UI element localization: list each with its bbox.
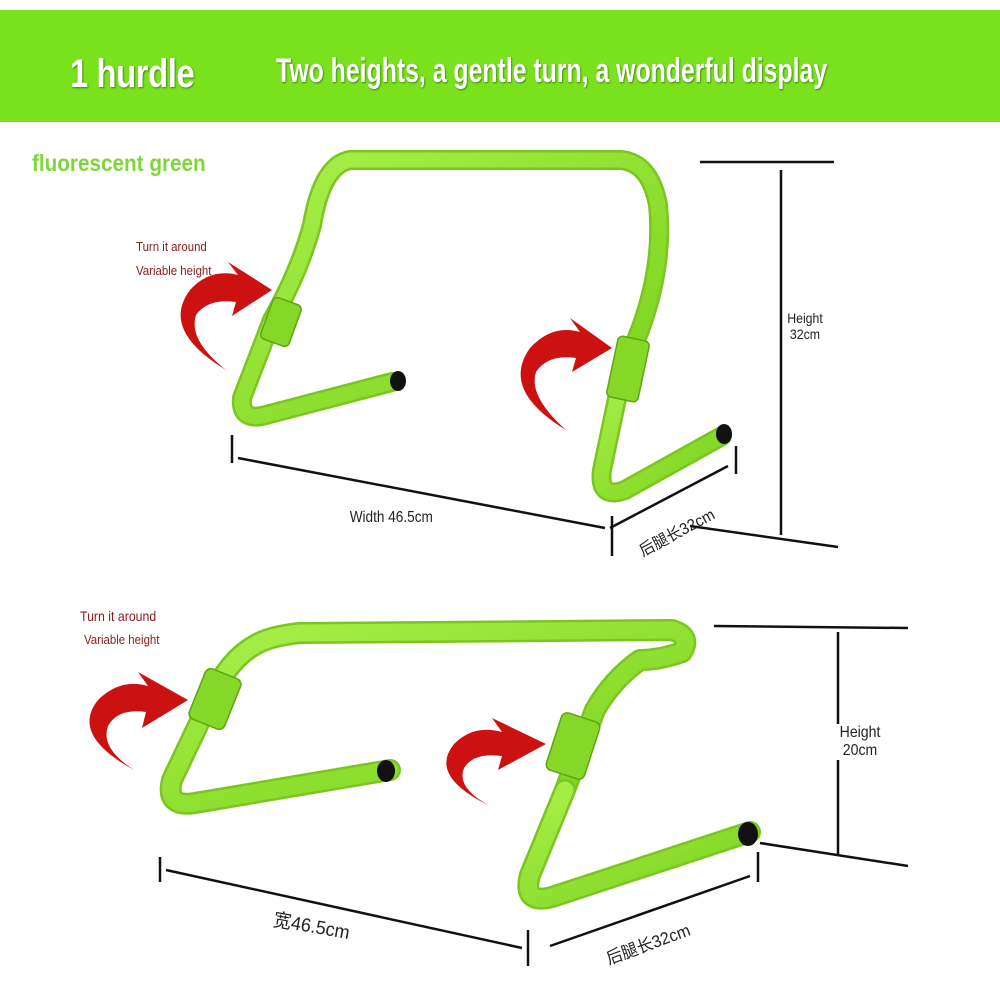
top-hurdle (231, 150, 732, 503)
width-label: Width 46.5cm (348, 509, 435, 527)
banner-title: 1 hurdle (70, 52, 195, 96)
color-label: fluorescent green (32, 150, 206, 176)
turn-arrow-icon (446, 718, 546, 806)
end-cap-icon (390, 371, 406, 391)
turn-arrow-icon (520, 318, 612, 430)
turn-note: Turn it around (136, 239, 207, 254)
turn-note: Turn it around (80, 608, 157, 624)
variable-height-note: Variable height (136, 263, 212, 278)
end-cap-icon (738, 822, 758, 846)
height-label: Height 32cm (787, 310, 823, 342)
header-banner (0, 10, 1000, 122)
height-label: Height 20cm (826, 724, 894, 760)
end-cap-icon (716, 424, 732, 444)
variable-height-note: Variable height (84, 632, 160, 647)
end-cap-icon (377, 760, 395, 782)
banner-tagline: Two heights, a gentle turn, a wonderful … (276, 52, 828, 90)
turn-arrow-icon (89, 672, 188, 770)
bottom-hurdle (159, 619, 761, 910)
turn-arrow-icon (180, 262, 272, 370)
